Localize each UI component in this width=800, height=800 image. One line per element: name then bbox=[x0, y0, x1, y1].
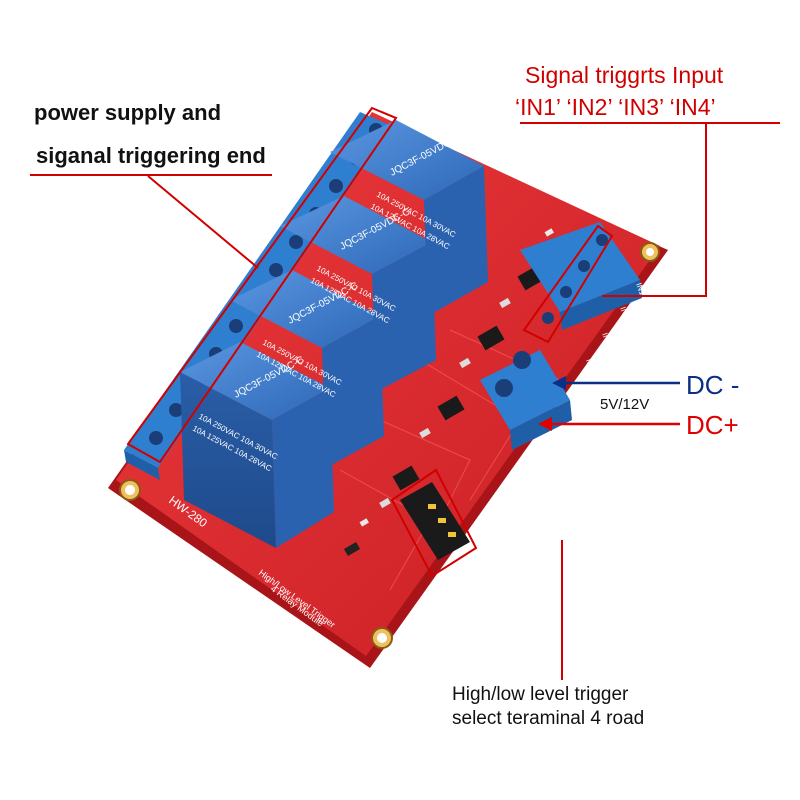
jumper-highlight bbox=[390, 468, 478, 578]
signal-input-label-line2: ‘IN1’ ‘IN2’ ‘IN3’ ‘IN4’ bbox=[515, 94, 716, 120]
relay-1 bbox=[330, 120, 488, 316]
pin-label-in4: IN4 bbox=[584, 358, 597, 373]
pin-label-in2: IN2 bbox=[618, 306, 631, 321]
voltage-label: 5V/12V bbox=[600, 396, 650, 413]
signal-input-terminal bbox=[520, 222, 642, 330]
dc-minus-label: DC - bbox=[686, 370, 740, 400]
relay-4 bbox=[180, 342, 334, 548]
left-terminal-highlight bbox=[126, 106, 398, 464]
trigger-jumper-header bbox=[400, 482, 470, 560]
power-supply-label-line1: power supply and bbox=[34, 100, 222, 125]
dc-plus-label: DC+ bbox=[686, 410, 739, 440]
callout-lines bbox=[30, 122, 780, 680]
relay-3 bbox=[230, 270, 384, 468]
pin-label-in3: IN3 bbox=[600, 332, 613, 347]
power-supply-label-line2: siganal triggering end bbox=[36, 143, 266, 168]
dc-plus-arrow bbox=[538, 417, 680, 431]
callout-boxes bbox=[126, 106, 614, 578]
signal-input-label-line1: Signal triggrts Input bbox=[525, 62, 724, 88]
trigger-select-label-line2: select teraminal 4 road bbox=[452, 708, 645, 729]
relay-2 bbox=[280, 196, 436, 392]
pin-label-in1: IN1 bbox=[634, 282, 647, 297]
trigger-select-label-line1: High/low level trigger bbox=[452, 684, 629, 705]
signal-terminal-highlight bbox=[522, 224, 614, 344]
dc-minus-arrow bbox=[552, 376, 680, 390]
